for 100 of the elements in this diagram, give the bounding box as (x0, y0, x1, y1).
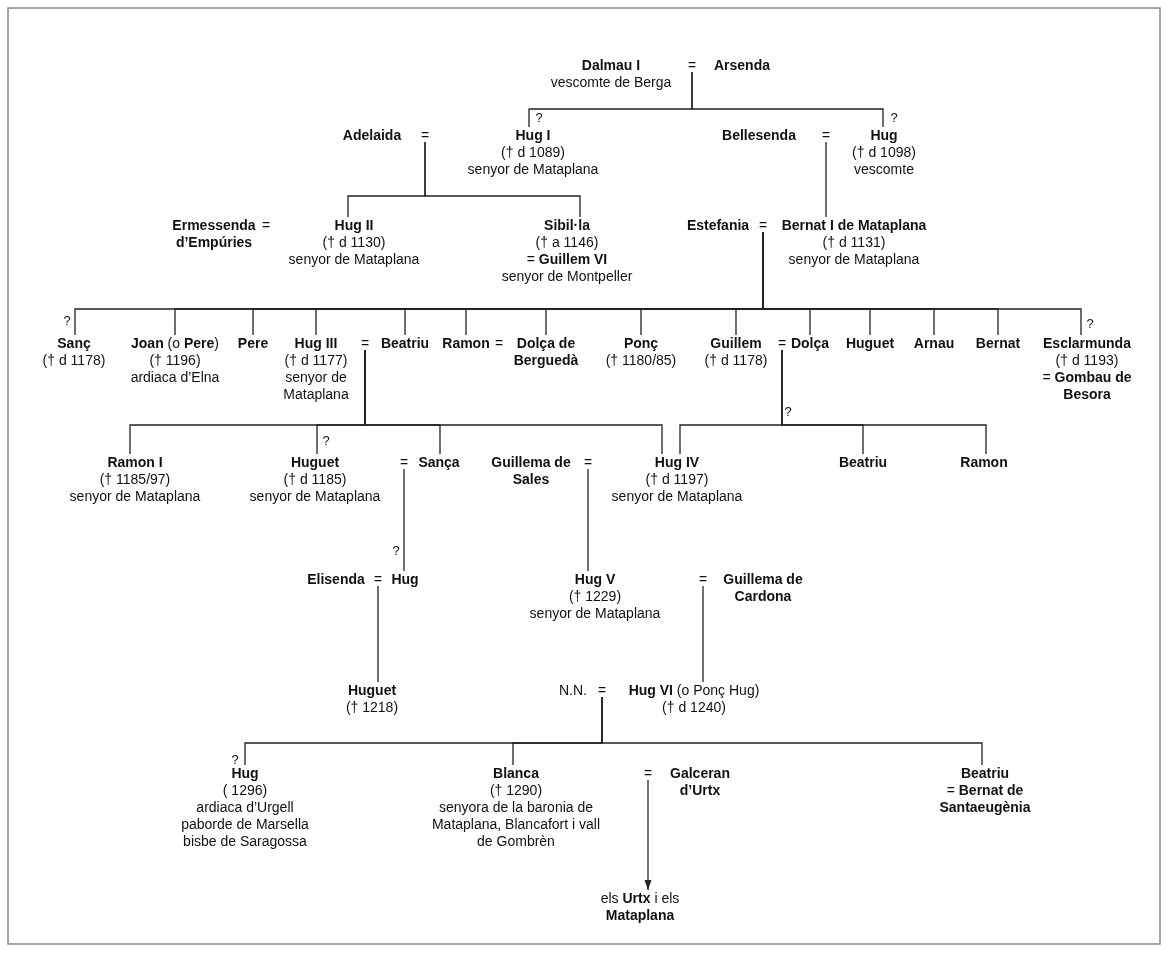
person-name: Hug IV (654, 454, 700, 471)
marriage-sign: = (758, 217, 768, 234)
person-detail: († d 1240) (662, 699, 726, 716)
marriage-sign: = (373, 571, 383, 588)
person-detail: ardiaca d’Elna (130, 369, 220, 386)
person-name: Hug (870, 127, 898, 144)
person-name: N.N. (559, 682, 587, 699)
person-detail: senyor de Mataplana (288, 251, 420, 268)
descent-line (762, 231, 1082, 336)
person-name: Ponç (623, 335, 659, 352)
descent-line (424, 141, 581, 218)
person-name: Bernat (975, 335, 1021, 352)
edge-label: ? (230, 753, 240, 767)
person-detail: († d 1193) (1055, 352, 1119, 369)
person-name: Arsenda (714, 57, 770, 74)
person-name: Bernat I de Mataplana (781, 217, 927, 234)
person-name: Beatriu (838, 454, 888, 471)
person-name: Hug (391, 571, 419, 588)
person-name: Adelaida (342, 127, 402, 144)
marriage-sign: = (777, 335, 787, 352)
person-name: Sibil·la (544, 217, 590, 234)
person-name: Ramon (442, 335, 490, 352)
marriage-sign: = (687, 57, 697, 74)
person-detail: = Bernat de Santaeugènia (938, 782, 1032, 816)
marriage-sign: = (420, 127, 430, 144)
person-detail: († 1180/85) (605, 352, 677, 369)
descent-line (702, 585, 704, 683)
person-name: Blanca (493, 765, 539, 782)
person-name: Beatriu (960, 765, 1010, 782)
person-name: Bellesenda (722, 127, 796, 144)
person-detail: († d 1197) (645, 471, 709, 488)
person-name: Hug II (334, 217, 374, 234)
person-detail: († a 1146) (535, 234, 599, 251)
person-name: Arnau (913, 335, 955, 352)
descent-line (601, 696, 983, 766)
person-detail: senyor de Mataplana (467, 161, 599, 178)
person-detail: († 1196) (149, 352, 201, 369)
person-detail: († d 1177) (284, 352, 348, 369)
descent-line (781, 349, 987, 455)
person-name: Estefania (686, 217, 750, 234)
person-name: Huguet (347, 682, 397, 699)
person-detail: = Gombau de Besora (1041, 369, 1133, 403)
edge-label: ? (534, 111, 544, 125)
person-name: Huguet (845, 335, 895, 352)
person-detail: († 1185/97) (99, 471, 171, 488)
marriage-sign: = (821, 127, 831, 144)
person-name: Galceran d’Urtx (669, 765, 731, 799)
person-name: Ramon I (107, 454, 163, 471)
marriage-sign: = (643, 765, 653, 782)
marriage-sign: = (698, 571, 708, 588)
person-name: Huguet (290, 454, 340, 471)
marriage-sign: = (360, 335, 370, 352)
person-name: Hug VI (o Ponç Hug) (628, 682, 760, 699)
person-detail: († d 1178) (704, 352, 768, 369)
person-detail: († 1229) (568, 588, 622, 605)
person-name: Sanç (57, 335, 91, 352)
person-name: Beatriu (380, 335, 430, 352)
person-name: Elisenda (307, 571, 365, 588)
person-detail: senyor de Mataplana (249, 488, 381, 505)
person-detail: ( 1296) (222, 782, 268, 799)
person-name: Dolça de Berguedà (512, 335, 580, 369)
edge-label: ? (391, 544, 401, 558)
person-detail: († d 1089) (501, 144, 565, 161)
marriage-sign: = (583, 454, 593, 471)
person-detail: senyor de Mataplana (529, 605, 661, 622)
person-detail: vescomte (854, 161, 914, 178)
person-detail: senyor de Mataplana (282, 369, 350, 403)
person-name: Hug III (294, 335, 338, 352)
person-detail: vescomte de Berga (550, 74, 672, 91)
marriage-sign: = (597, 682, 607, 699)
person-detail: († d 1131) (822, 234, 886, 251)
person-detail: bisbe de Saragossa (183, 833, 307, 850)
person-detail: paborde de Marsella (181, 816, 309, 833)
edge-label: ? (889, 111, 899, 125)
person-detail: ardiaca d’Urgell (196, 799, 294, 816)
arrow (644, 779, 652, 891)
person-name: els Urtx i els Mataplana (599, 890, 681, 924)
person-name: Ermessenda d’Empúries (171, 217, 257, 251)
person-name: Joan (o Pere) (131, 335, 219, 352)
person-name: Dalmau I (581, 57, 641, 74)
person-detail: senyor de Montpeller (501, 268, 633, 285)
descent-line (403, 468, 405, 572)
edge-label: ? (62, 314, 72, 328)
descent-line (364, 349, 663, 455)
person-name: Esclarmunda (1043, 335, 1131, 352)
marriage-sign: = (494, 335, 504, 352)
edge-label: ? (321, 434, 331, 448)
person-name: Pere (237, 335, 269, 352)
person-detail: († d 1098) (852, 144, 916, 161)
person-name: Dolça (790, 335, 830, 352)
person-detail: = Guillem VI (526, 251, 608, 268)
descent-line (691, 71, 884, 128)
person-detail: († d 1178) (42, 352, 106, 369)
person-name: Sança (418, 454, 460, 471)
edge-label: ? (1085, 317, 1095, 331)
person-detail: († 1218) (345, 699, 399, 716)
person-name: Ramon (960, 454, 1008, 471)
descent-line (377, 585, 379, 683)
person-name: Guillema de Sales (490, 454, 572, 488)
person-detail: († d 1185) (283, 471, 347, 488)
